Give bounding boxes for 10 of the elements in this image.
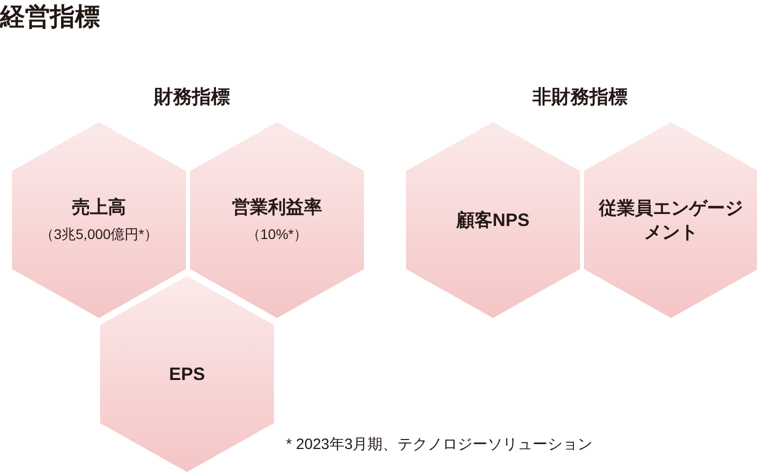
- metric-name: 従業員エンゲージメント: [598, 197, 744, 244]
- group-heading: 非財務指標: [532, 86, 628, 110]
- metric-value: （10%*）: [246, 225, 308, 244]
- metric-name: 顧客NPS: [455, 209, 530, 232]
- metric-name: 営業利益率: [231, 196, 323, 219]
- metric-name: EPS: [168, 363, 206, 386]
- metric-value: （3兆5,000億円*）: [40, 225, 158, 244]
- group-heading: 財務指標: [152, 86, 231, 110]
- footnote: * 2023年3月期、テクノロジーソリューション: [286, 436, 594, 455]
- metric-name: 売上高: [71, 196, 127, 219]
